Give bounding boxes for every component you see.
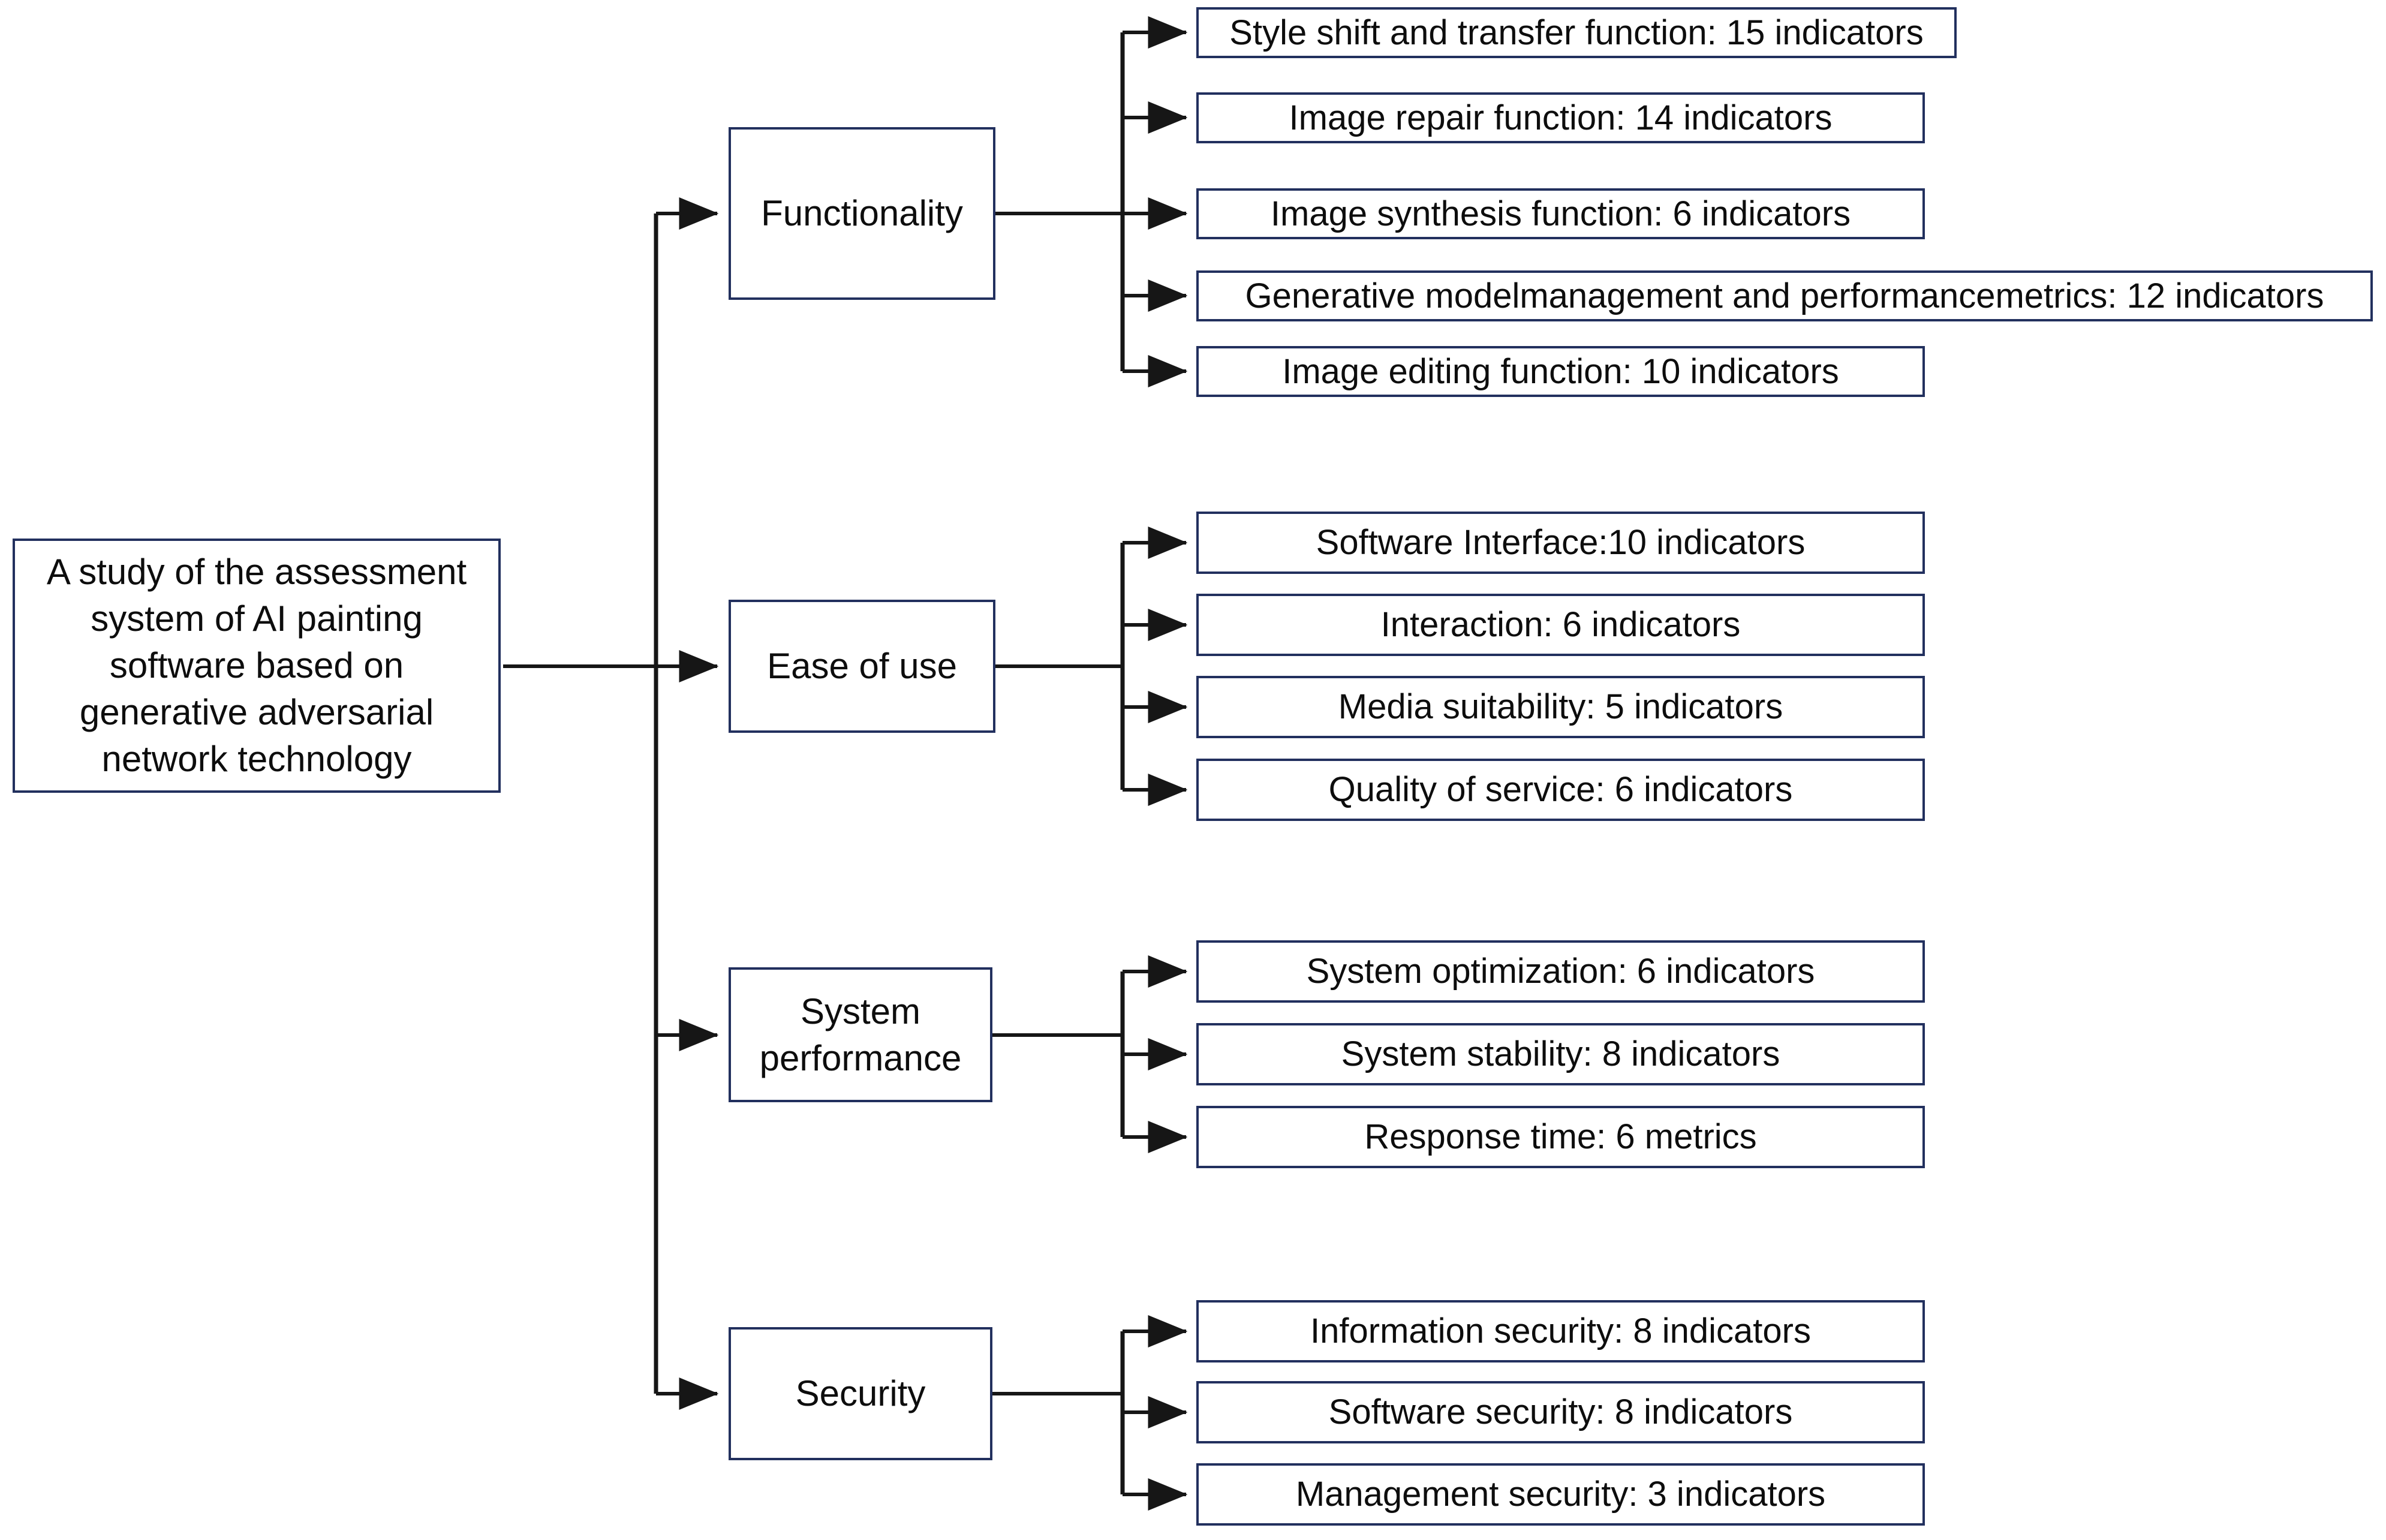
leaf-node-label: Software security: 8 indicators bbox=[1328, 1392, 1793, 1432]
leaf-node-label: Software Interface:10 indicators bbox=[1316, 523, 1806, 563]
branch-node-ease-of-use[interactable]: Ease of use bbox=[729, 600, 995, 733]
wire-ease-of-use-children bbox=[995, 527, 1188, 806]
leaf-node-management-security[interactable]: Management security: 3 indicators bbox=[1196, 1463, 1925, 1526]
leaf-node-label: Response time: 6 metrics bbox=[1364, 1117, 1757, 1157]
leaf-node-generative-model-management[interactable]: Generative modelmanagement and performan… bbox=[1196, 270, 2373, 321]
leaf-node-image-synthesis[interactable]: Image synthesis function: 6 indicators bbox=[1196, 188, 1925, 239]
leaf-node-media-suitability[interactable]: Media suitability: 5 indicators bbox=[1196, 676, 1925, 738]
branch-node-system-performance-label: System performance bbox=[759, 991, 962, 1078]
leaf-node-label: Quality of service: 6 indicators bbox=[1328, 770, 1793, 810]
wire-security-children bbox=[992, 1315, 1188, 1511]
leaf-node-image-repair[interactable]: Image repair function: 14 indicators bbox=[1196, 92, 1925, 143]
leaf-node-label: Media suitability: 5 indicators bbox=[1338, 687, 1783, 727]
branch-node-functionality-label: Functionality bbox=[761, 193, 963, 233]
branch-node-functionality[interactable]: Functionality bbox=[729, 127, 995, 300]
leaf-node-label: Generative modelmanagement and performan… bbox=[1245, 276, 2324, 315]
branch-node-security[interactable]: Security bbox=[729, 1327, 992, 1460]
leaf-node-label: Management security: 3 indicators bbox=[1295, 1475, 1826, 1514]
leaf-node-information-security[interactable]: Information security: 8 indicators bbox=[1196, 1300, 1925, 1362]
leaf-node-interaction[interactable]: Interaction: 6 indicators bbox=[1196, 594, 1925, 656]
leaf-node-label: System stability: 8 indicators bbox=[1341, 1034, 1780, 1074]
leaf-node-software-security[interactable]: Software security: 8 indicators bbox=[1196, 1381, 1925, 1443]
wire-functionality-children bbox=[995, 16, 1188, 387]
branch-node-ease-of-use-label: Ease of use bbox=[767, 646, 957, 686]
branch-node-system-performance[interactable]: System performance bbox=[729, 967, 992, 1102]
leaf-node-software-interface[interactable]: Software Interface:10 indicators bbox=[1196, 512, 1925, 574]
leaf-node-label: Information security: 8 indicators bbox=[1310, 1312, 1811, 1351]
leaf-node-response-time[interactable]: Response time: 6 metrics bbox=[1196, 1106, 1925, 1168]
leaf-node-style-shift-and-transfer[interactable]: Style shift and transfer function: 15 in… bbox=[1196, 7, 1957, 58]
branch-node-security-label: Security bbox=[795, 1373, 926, 1413]
leaf-node-label: Interaction: 6 indicators bbox=[1380, 605, 1741, 645]
leaf-node-label: Image synthesis function: 6 indicators bbox=[1270, 194, 1851, 233]
leaf-node-label: System optimization: 6 indicators bbox=[1306, 952, 1815, 991]
leaf-node-label: Image editing function: 10 indicators bbox=[1282, 351, 1839, 391]
leaf-node-system-stability[interactable]: System stability: 8 indicators bbox=[1196, 1023, 1925, 1085]
leaf-node-label: Style shift and transfer function: 15 in… bbox=[1229, 13, 1924, 52]
leaf-node-image-editing[interactable]: Image editing function: 10 indicators bbox=[1196, 346, 1925, 397]
wire-system-performance-children bbox=[992, 955, 1188, 1153]
leaf-node-quality-of-service[interactable]: Quality of service: 6 indicators bbox=[1196, 759, 1925, 821]
leaf-node-label: Image repair function: 14 indicators bbox=[1289, 98, 1833, 137]
root-node[interactable]: A study of the assessment system of AI p… bbox=[13, 539, 501, 793]
leaf-node-system-optimization[interactable]: System optimization: 6 indicators bbox=[1196, 940, 1925, 1003]
root-node-label: A study of the assessment system of AI p… bbox=[46, 552, 467, 779]
